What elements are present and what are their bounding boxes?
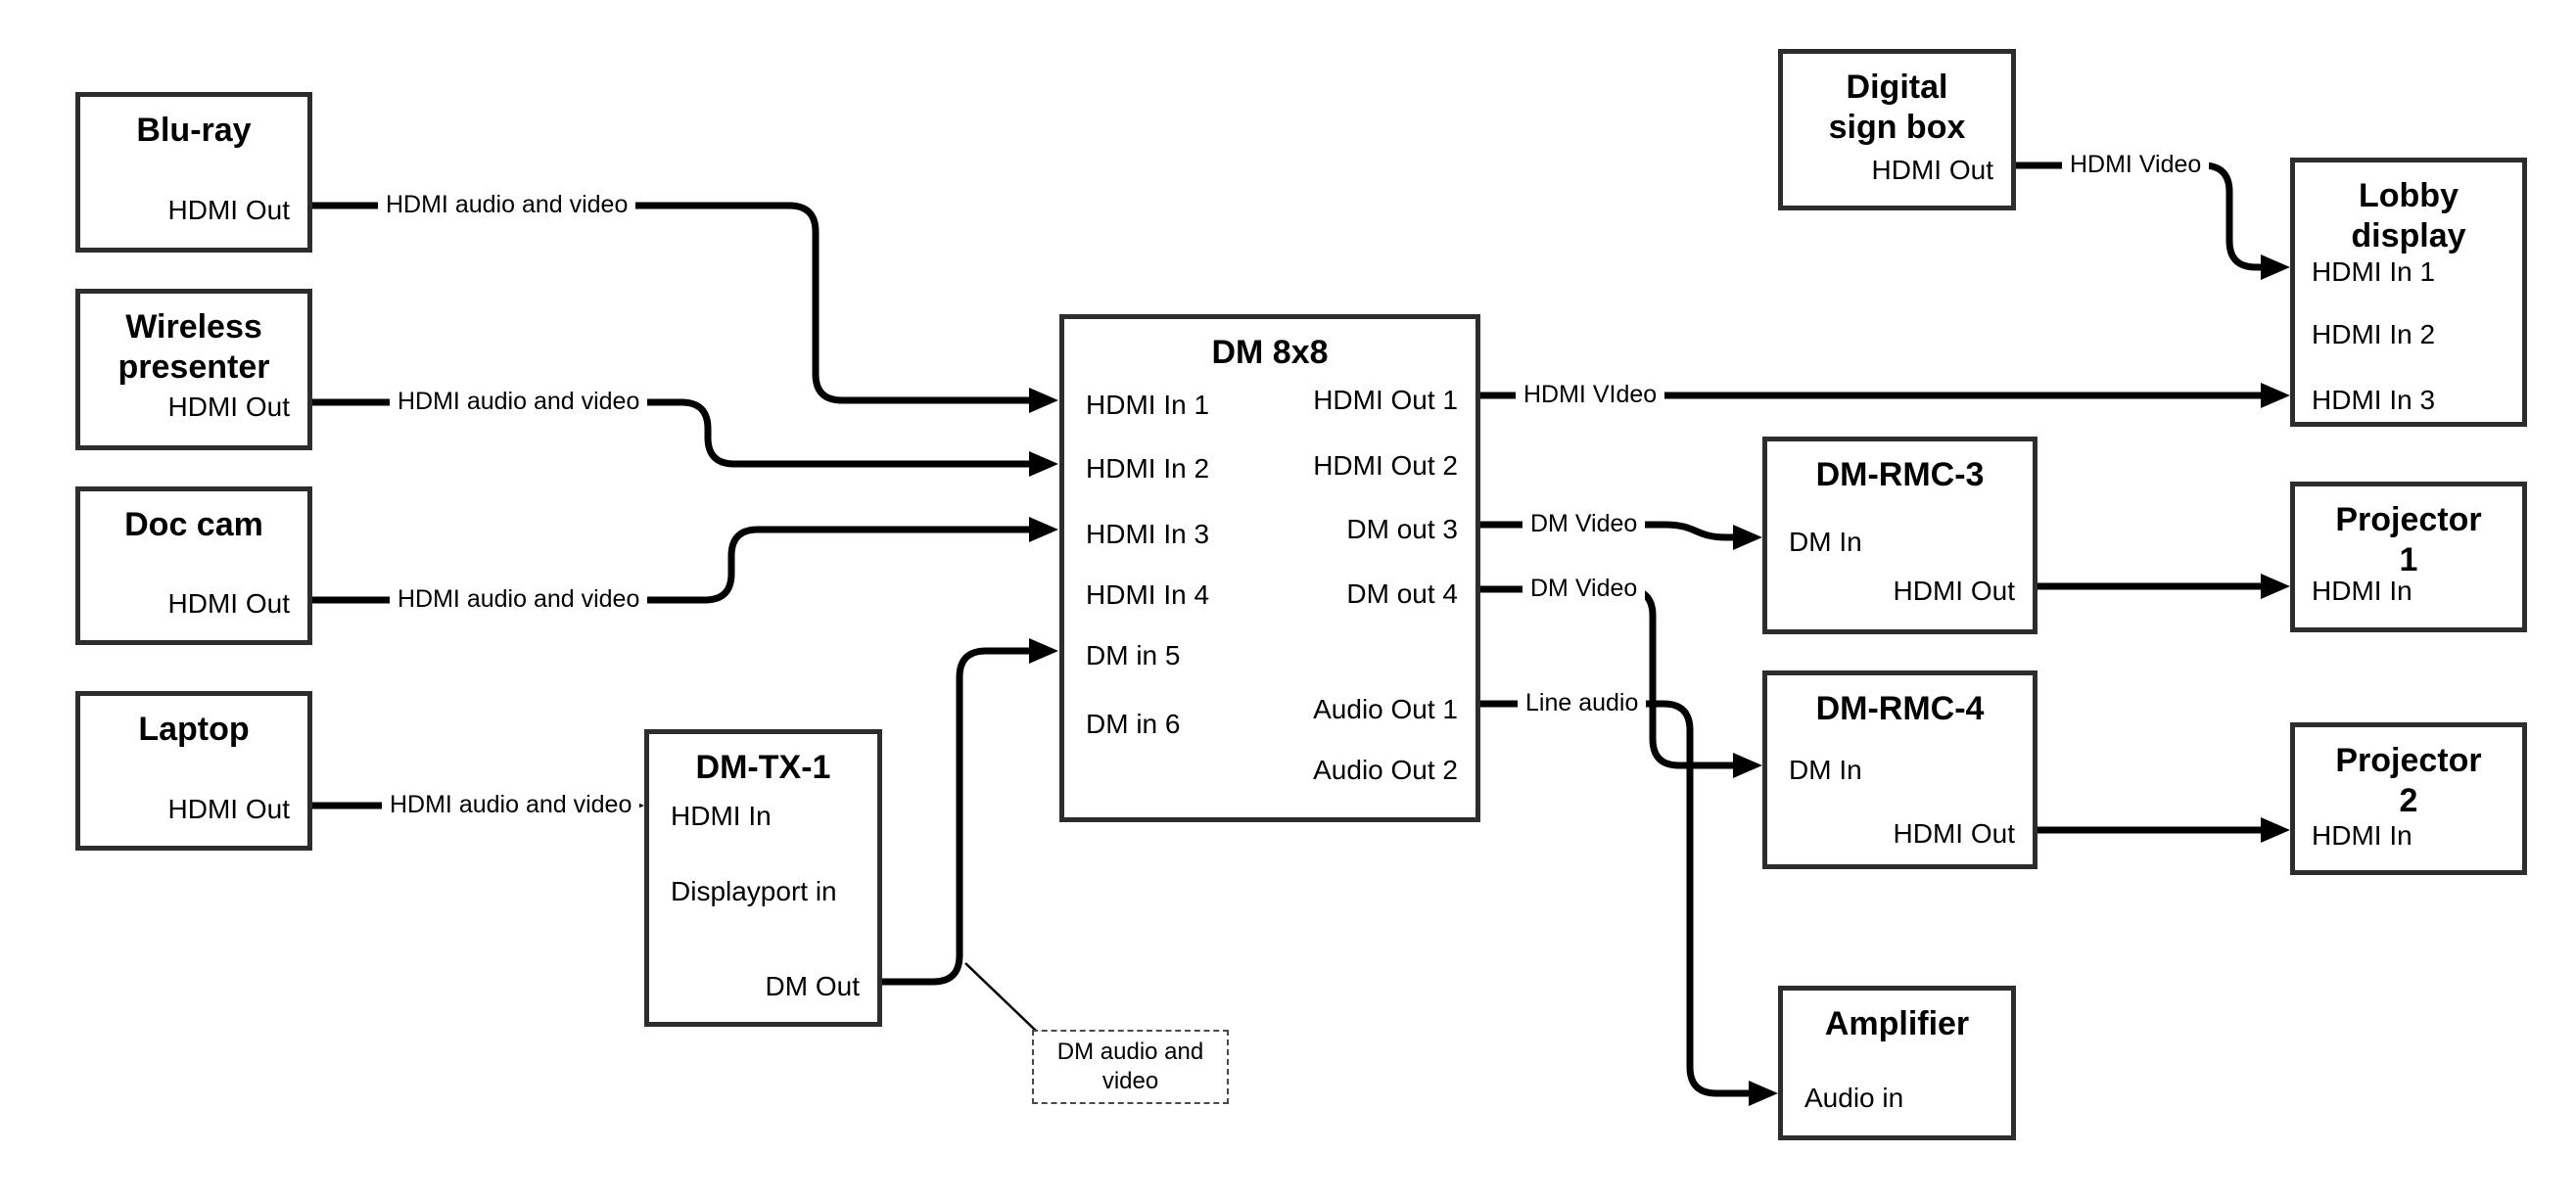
connector-dm8x8-out3-to-dmrmc3: [1480, 521, 1738, 541]
port-lobby-hdmi-in-3: HDMI In 3: [2312, 385, 2436, 415]
arrowhead-lobby-in1: [2261, 254, 2290, 280]
port-dmrmc4-dm-in: DM In: [1789, 755, 1862, 785]
arrowhead-amplifier-audio-in: [1749, 1081, 1778, 1106]
arrowhead-dm8x8-in1: [1029, 388, 1058, 413]
port-projector1-hdmi-in: HDMI In: [2312, 576, 2412, 606]
wire-label-laptop-hdmi-av: HDMI audio and video: [382, 790, 640, 819]
arrowhead-dm8x8-in2: [1029, 451, 1058, 477]
port-dmrmc3-hdmi-out: HDMI Out: [1893, 576, 2015, 606]
connector-wireless-to-dm8x8-in2: [312, 398, 1034, 468]
port-dm8x8-audio-out-1: Audio Out 1: [1313, 694, 1458, 724]
port-dmtx1-hdmi-in: HDMI In: [671, 801, 772, 831]
port-wireless-hdmi-out: HDMI Out: [167, 392, 290, 422]
port-amplifier-audio-in: Audio in: [1804, 1083, 1904, 1113]
arrowhead-dmrmc4-dm-in: [1733, 753, 1762, 778]
wire-label-wireless-hdmi-av: HDMI audio and video: [390, 387, 648, 416]
arrowhead-projector2-hdmi-in: [2261, 817, 2290, 843]
node-title-doc-cam: Doc cam: [124, 506, 263, 543]
node-title-amplifier: Amplifier: [1824, 1005, 1970, 1042]
annotation-dm-audio-and-video: DM audio and video: [1032, 1030, 1229, 1104]
node-dm-rmc-4: DM-RMC-4 DM In HDMI Out: [1762, 670, 2037, 869]
node-bluray: Blu-ray HDMI Out: [75, 92, 312, 253]
node-title-dm-tx-1: DM-TX-1: [695, 749, 831, 786]
port-digitalsign-hdmi-out: HDMI Out: [1871, 155, 1993, 185]
port-dm8x8-hdmi-out-1: HDMI Out 1: [1313, 385, 1458, 415]
node-digital-sign-box: Digital sign box HDMI Out: [1778, 49, 2016, 210]
arrowhead-dm8x8-in3: [1029, 517, 1058, 542]
node-projector-1: Projector 1 HDMI In: [2290, 482, 2527, 632]
arrowhead-dm8x8-in5: [1029, 638, 1058, 664]
connector-dm8x8-out4-to-dmrmc4: [1480, 585, 1738, 769]
arrowhead-projector1-hdmi-in: [2261, 574, 2290, 599]
port-dmtx1-displayport-in: Displayport in: [671, 876, 837, 906]
node-doc-cam: Doc cam HDMI Out: [75, 486, 312, 645]
connector-dm8x8-audio1-to-amplifier: [1480, 700, 1753, 1097]
port-dmrmc4-hdmi-out: HDMI Out: [1893, 818, 2015, 849]
port-dm8x8-hdmi-in-1: HDMI In 1: [1086, 390, 1210, 420]
port-dm8x8-dm-in-5: DM in 5: [1086, 640, 1181, 670]
port-dm8x8-hdmi-in-4: HDMI In 4: [1086, 579, 1210, 610]
port-dm8x8-audio-out-2: Audio Out 2: [1313, 755, 1458, 785]
node-title-projector-1: Projector 1: [2335, 501, 2482, 579]
port-dm8x8-dm-in-6: DM in 6: [1086, 709, 1181, 739]
annotation-leader-line: [964, 962, 1037, 1032]
port-dm8x8-hdmi-in-3: HDMI In 3: [1086, 519, 1210, 549]
wire-label-hdmi-video-out1: HDMI VIdeo: [1516, 380, 1665, 409]
node-dm-tx-1: DM-TX-1 HDMI In Displayport in DM Out: [644, 729, 882, 1027]
port-dm8x8-hdmi-in-2: HDMI In 2: [1086, 453, 1210, 484]
node-laptop: Laptop HDMI Out: [75, 691, 312, 851]
node-projector-2: Projector 2 HDMI In: [2290, 722, 2527, 875]
wire-label-dm-video-out3: DM Video: [1522, 509, 1646, 538]
port-projector2-hdmi-in: HDMI In: [2312, 820, 2412, 851]
node-title-dm-8x8: DM 8x8: [1211, 334, 1329, 371]
port-dmrmc3-dm-in: DM In: [1789, 527, 1862, 557]
node-title-dm-rmc-4: DM-RMC-4: [1815, 690, 1985, 727]
port-doccam-hdmi-out: HDMI Out: [167, 588, 290, 619]
connector-doccam-to-dm8x8-in3: [312, 526, 1034, 604]
node-dm-8x8: DM 8x8 HDMI In 1 HDMI In 2 HDMI In 3 HDM…: [1059, 314, 1480, 822]
connector-dmtx1-dmout-to-dm8x8-in5: [882, 647, 1034, 986]
port-laptop-hdmi-out: HDMI Out: [167, 794, 290, 824]
port-lobby-hdmi-in-1: HDMI In 1: [2312, 256, 2436, 287]
node-title-digital-sign-box: Digital sign box: [1828, 69, 1966, 147]
arrowhead-dmrmc3-dm-in: [1733, 525, 1762, 550]
node-title-laptop: Laptop: [138, 711, 250, 748]
port-dm8x8-dm-out-4: DM out 4: [1346, 578, 1458, 609]
arrowhead-lobby-in3: [2261, 383, 2290, 408]
node-title-lobby-display: Lobby display: [2351, 177, 2466, 255]
node-title-projector-2: Projector 2: [2335, 742, 2482, 820]
wire-label-hdmi-video-sign: HDMI Video: [2062, 150, 2210, 179]
node-title-wireless-presenter: Wireless presenter: [117, 308, 270, 387]
wire-label-dm-video-out4: DM Video: [1522, 574, 1646, 603]
annotation-text: DM audio and video: [1056, 1039, 1204, 1094]
node-dm-rmc-3: DM-RMC-3 DM In HDMI Out: [1762, 437, 2037, 634]
node-wireless-presenter: Wireless presenter HDMI Out: [75, 289, 312, 450]
connector-bluray-to-dm8x8-in1: [312, 202, 1034, 404]
wire-label-bluray-hdmi-av: HDMI audio and video: [378, 190, 636, 219]
wire-label-doccam-hdmi-av: HDMI audio and video: [390, 584, 648, 614]
wire-label-line-audio: Line audio: [1518, 688, 1647, 717]
node-lobby-display: Lobby display HDMI In 1 HDMI In 2 HDMI I…: [2290, 158, 2527, 427]
node-title-dm-rmc-3: DM-RMC-3: [1815, 456, 1985, 493]
port-lobby-hdmi-in-2: HDMI In 2: [2312, 319, 2436, 349]
connector-digitalsign-to-lobby-in1: [2016, 162, 2266, 271]
port-dm8x8-hdmi-out-2: HDMI Out 2: [1313, 450, 1458, 481]
port-bluray-hdmi-out: HDMI Out: [167, 195, 290, 225]
port-dmtx1-dm-out: DM Out: [765, 971, 860, 1001]
port-dm8x8-dm-out-3: DM out 3: [1346, 514, 1458, 544]
node-amplifier: Amplifier Audio in: [1778, 986, 2016, 1140]
node-title-bluray: Blu-ray: [136, 112, 252, 149]
